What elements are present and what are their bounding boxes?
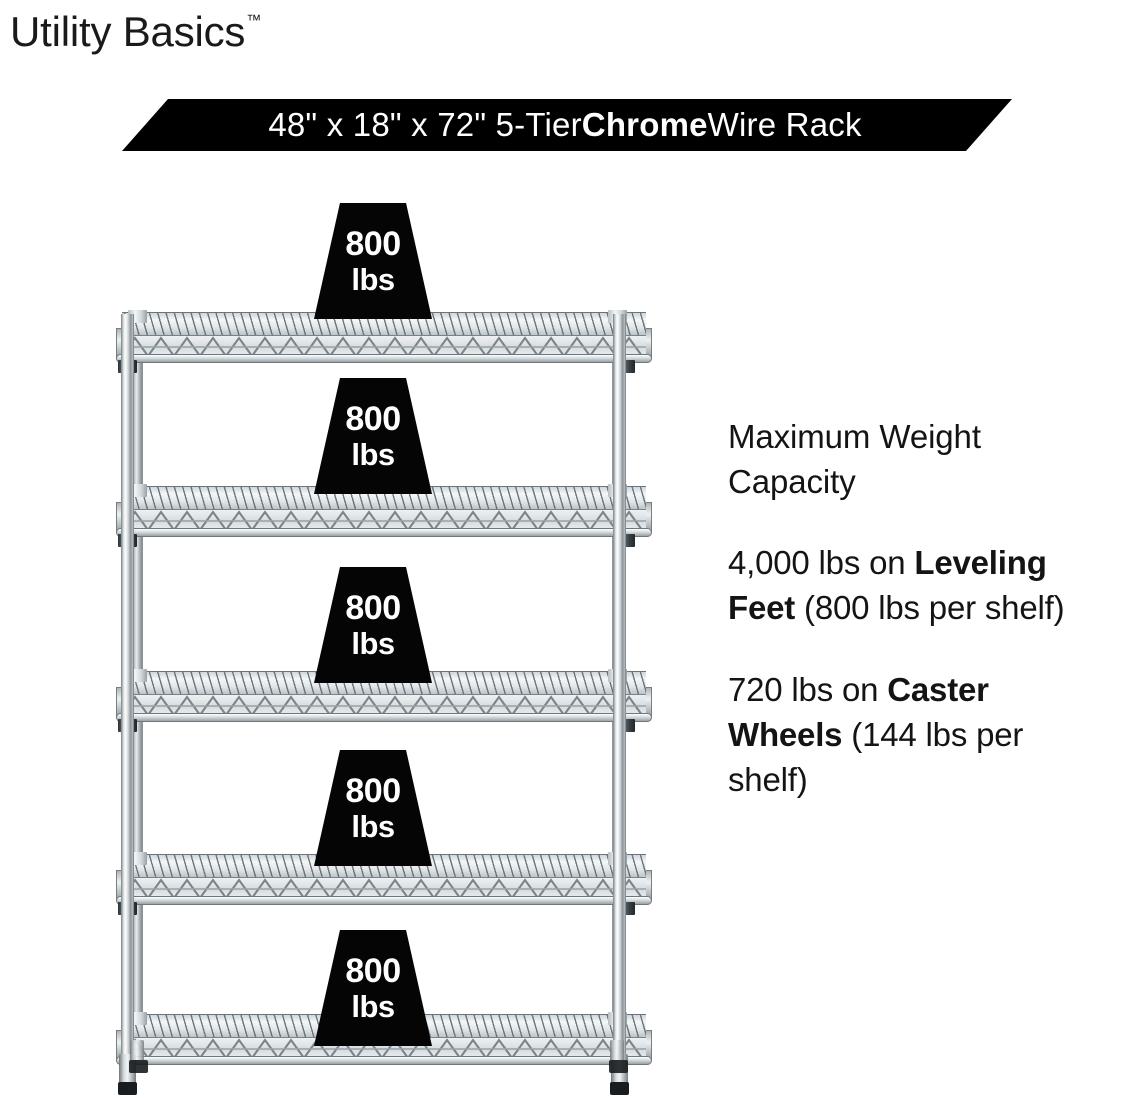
leveling-feet-tail: (800 lbs per shelf) (795, 589, 1065, 626)
capacity-badge-tier-2: 800 lbs (314, 378, 432, 494)
badge-value: 800 (345, 951, 401, 990)
shelf-truss-band (122, 509, 646, 531)
rack-shelf-tier-4 (116, 854, 652, 906)
trademark-symbol: ™ (246, 12, 262, 29)
capacity-badge-tier-1: 800 lbs (314, 203, 432, 319)
badge-unit: lbs (351, 261, 395, 297)
capacity-info-block: Maximum Weight Capacity 4,000 lbs on Lev… (728, 414, 1100, 839)
rack-shelf-tier-1 (116, 312, 652, 364)
badge-label: 800 lbs (314, 378, 432, 494)
product-title-banner (122, 99, 1012, 151)
badge-label: 800 lbs (314, 750, 432, 866)
title-suffix: Wire Rack (707, 106, 862, 143)
shelf-front-rail (116, 528, 652, 537)
rack-shelf-tier-3 (116, 671, 652, 723)
badge-label: 800 lbs (314, 203, 432, 319)
rack-shelf-tier-2 (116, 486, 652, 538)
caster-wheels-lead: 720 lbs on (728, 671, 888, 708)
badge-value: 800 (345, 224, 401, 263)
shelf-front-rail (116, 354, 652, 363)
shelf-front-rail (116, 713, 652, 722)
badge-value: 800 (345, 588, 401, 627)
product-title-text: 48" x 18" x 72" 5-Tier Chrome Wire Rack (122, 99, 1012, 151)
capacity-heading: Maximum Weight Capacity (728, 418, 981, 500)
capacity-leveling-feet-text: 4,000 lbs on Leveling Feet (800 lbs per … (728, 540, 1100, 630)
shelf-front-rail (116, 896, 652, 905)
badge-unit: lbs (351, 436, 395, 472)
caster-wheels-emphasis: Caster Wheels (728, 671, 989, 753)
capacity-caster-wheels-text: 720 lbs on Caster Wheels (144 lbs per sh… (728, 667, 1100, 802)
badge-label: 800 lbs (314, 930, 432, 1046)
rack-post-front-right (613, 314, 626, 1056)
leveling-feet-emphasis: Leveling Feet (728, 544, 1047, 626)
badge-unit: lbs (351, 988, 395, 1024)
caster-wheels-tail: (144 lbs per shelf) (728, 716, 1024, 798)
rack-post-front-left (121, 314, 134, 1056)
badge-unit: lbs (351, 625, 395, 661)
badge-unit: lbs (351, 808, 395, 844)
capacity-badge-tier-5: 800 lbs (314, 930, 432, 1046)
badge-label: 800 lbs (314, 567, 432, 683)
capacity-badge-tier-3: 800 lbs (314, 567, 432, 683)
leveling-foot-back-right (609, 1040, 628, 1073)
capacity-badge-tier-4: 800 lbs (314, 750, 432, 866)
badge-value: 800 (345, 399, 401, 438)
title-finish: Chrome (581, 106, 708, 143)
leveling-foot-back-left (129, 1040, 148, 1073)
brand-logo: Utility Basics™ (10, 4, 262, 55)
wire-rack-illustration (92, 296, 662, 1096)
title-dimensions: 48" x 18" x 72" 5-Tier (268, 106, 582, 143)
shelf-front-rail (116, 1056, 652, 1065)
leveling-feet-lead: 4,000 lbs on (728, 544, 915, 581)
brand-name: Utility Basics (10, 8, 246, 55)
badge-value: 800 (345, 771, 401, 810)
rack-shelf-tier-5 (116, 1014, 652, 1066)
